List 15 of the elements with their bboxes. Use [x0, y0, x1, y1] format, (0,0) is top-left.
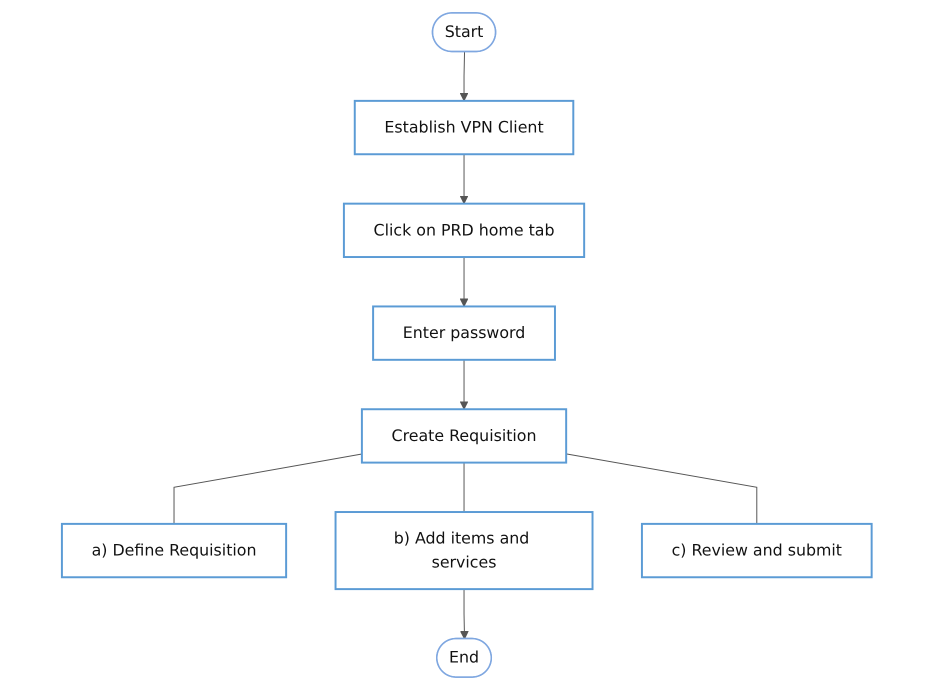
arrow: [459, 359, 468, 410]
node-box: a) Define Requisition: [60, 522, 287, 578]
arrow: [460, 588, 468, 640]
connector: [173, 454, 362, 524]
connector: [565, 453, 757, 524]
node-box: c) Review and submit: [640, 522, 872, 578]
node-box: Enter password: [372, 305, 556, 361]
node-box: Create Requisition: [360, 408, 567, 464]
connector: [463, 462, 464, 513]
node-box: Establish VPN Client: [354, 100, 574, 156]
arrow: [459, 51, 468, 102]
arrow: [459, 154, 468, 204]
node-box: b) Add items and services: [334, 511, 594, 590]
node-box: Click on PRD home tab: [342, 202, 585, 258]
arrow: [459, 256, 468, 307]
